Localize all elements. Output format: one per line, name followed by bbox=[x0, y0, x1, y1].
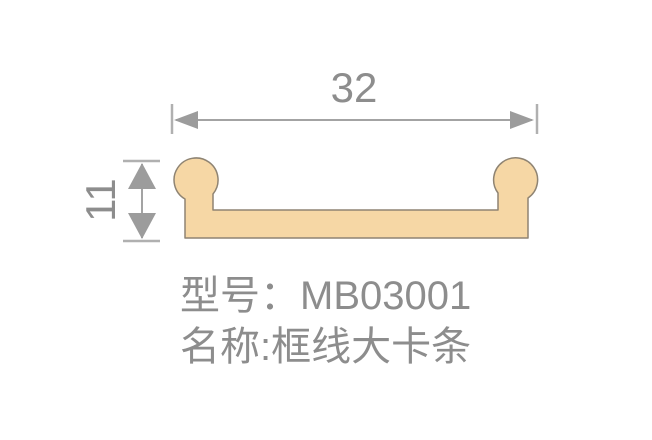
model-caption: 型号：MB03001 bbox=[180, 276, 471, 316]
height-dim-arrow-up bbox=[128, 163, 156, 189]
width-dim-arrow-left bbox=[174, 111, 198, 129]
height-dimension bbox=[123, 159, 160, 243]
name-value: 框线大卡条 bbox=[271, 325, 472, 369]
model-value: MB03001 bbox=[300, 274, 472, 318]
width-dimension-value: 32 bbox=[330, 64, 378, 111]
width-dim-arrow-right bbox=[510, 111, 534, 129]
width-dimension bbox=[170, 104, 539, 134]
model-label: 型号： bbox=[180, 274, 300, 318]
height-dimension-value: 11 bbox=[77, 178, 124, 222]
profile-shape bbox=[173, 157, 539, 239]
name-caption: 名称:框线大卡条 bbox=[180, 327, 471, 367]
name-label: 名称: bbox=[180, 325, 272, 369]
height-dim-arrow-down bbox=[128, 213, 156, 239]
